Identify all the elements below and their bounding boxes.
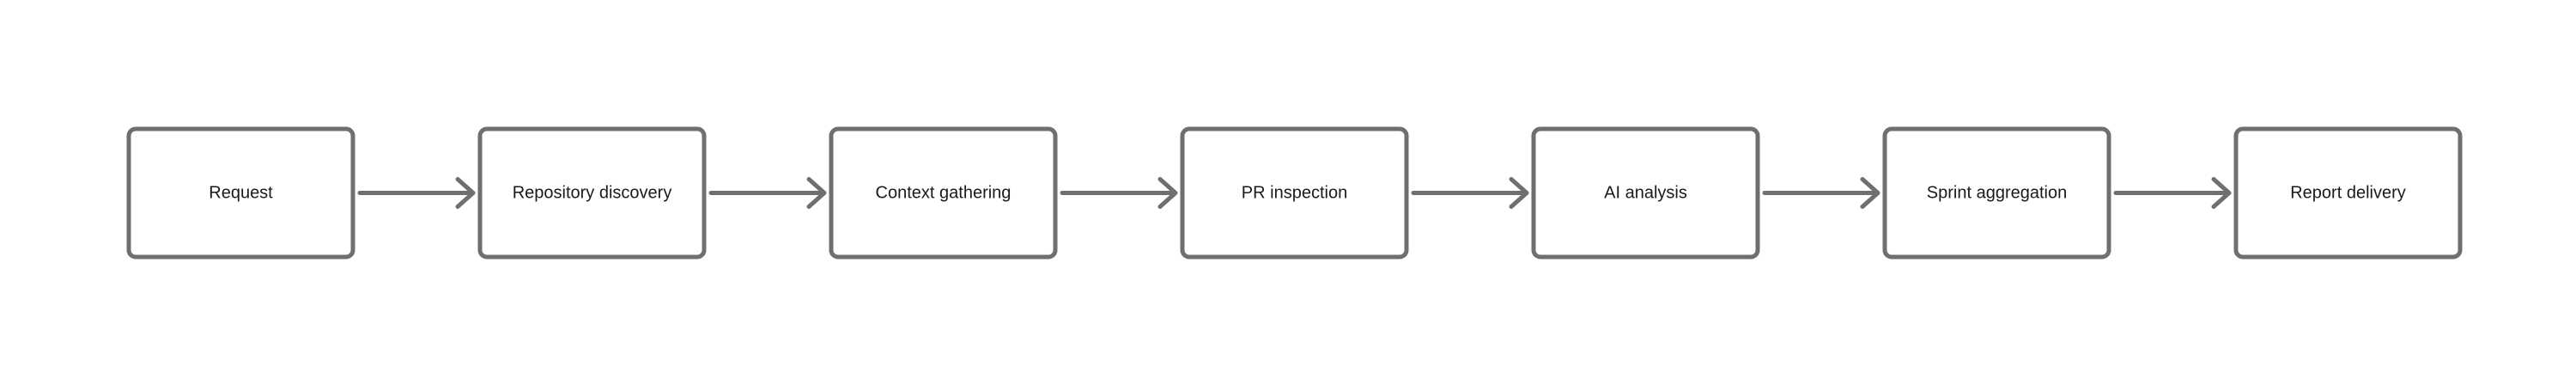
node-box: [1531, 126, 1760, 260]
arrow-head-icon: [1157, 177, 1178, 209]
node-request: Request: [126, 126, 355, 260]
node-label: Repository discovery: [513, 184, 672, 203]
node-box: [1882, 126, 2111, 260]
node-label: AI analysis: [1604, 184, 1687, 203]
node-report-delivery: Report delivery: [2233, 126, 2463, 260]
node-box: [829, 126, 1058, 260]
arrow-head-icon: [1860, 177, 1880, 209]
node-label: Report delivery: [2290, 184, 2406, 203]
arrow-repository-discovery-to-context-gathering: [708, 177, 827, 209]
arrow-sprint-aggregation-to-report-delivery: [2113, 177, 2232, 209]
node-label: Sprint aggregation: [1927, 184, 2067, 203]
node-box: [2233, 126, 2463, 260]
arrow-head-icon: [806, 177, 827, 209]
edges-layer: [357, 177, 2232, 209]
node-box: [126, 126, 355, 260]
node-pr-inspection: PR inspection: [1180, 126, 1409, 260]
node-context-gathering: Context gathering: [829, 126, 1058, 260]
arrow-context-gathering-to-pr-inspection: [1060, 177, 1178, 209]
node-label: Request: [209, 184, 273, 203]
node-label: PR inspection: [1242, 184, 1347, 203]
arrow-pr-inspection-to-ai-analysis: [1411, 177, 1529, 209]
arrow-request-to-repository-discovery: [357, 177, 476, 209]
node-box: [1180, 126, 1409, 260]
node-label: Context gathering: [876, 184, 1012, 203]
arrow-head-icon: [455, 177, 476, 209]
arrow-head-icon: [2211, 177, 2232, 209]
arrow-ai-analysis-to-sprint-aggregation: [1762, 177, 1880, 209]
node-repository-discovery: Repository discovery: [477, 126, 707, 260]
nodes-layer: Request Repository discovery Context gathe…: [126, 126, 2463, 260]
arrow-head-icon: [1509, 177, 1529, 209]
node-box: [477, 126, 707, 260]
node-ai-analysis: AI analysis: [1531, 126, 1760, 260]
node-sprint-aggregation: Sprint aggregation: [1882, 126, 2111, 260]
